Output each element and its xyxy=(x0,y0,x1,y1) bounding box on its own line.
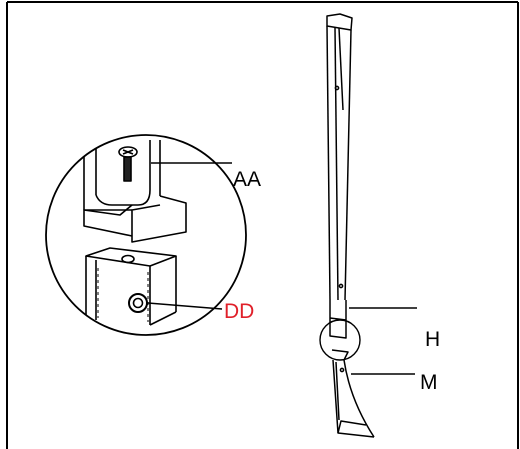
leader-lines-post xyxy=(349,307,417,375)
upright-post xyxy=(326,13,375,438)
label-h: H xyxy=(425,328,440,351)
leader-lines-detail xyxy=(147,162,232,310)
detail-view xyxy=(45,134,247,336)
joint-detail-marker xyxy=(319,319,361,361)
label-dd: DD xyxy=(224,300,254,323)
diagram-frame xyxy=(6,1,519,449)
label-m: M xyxy=(420,371,438,394)
label-aa: AA xyxy=(233,168,261,191)
